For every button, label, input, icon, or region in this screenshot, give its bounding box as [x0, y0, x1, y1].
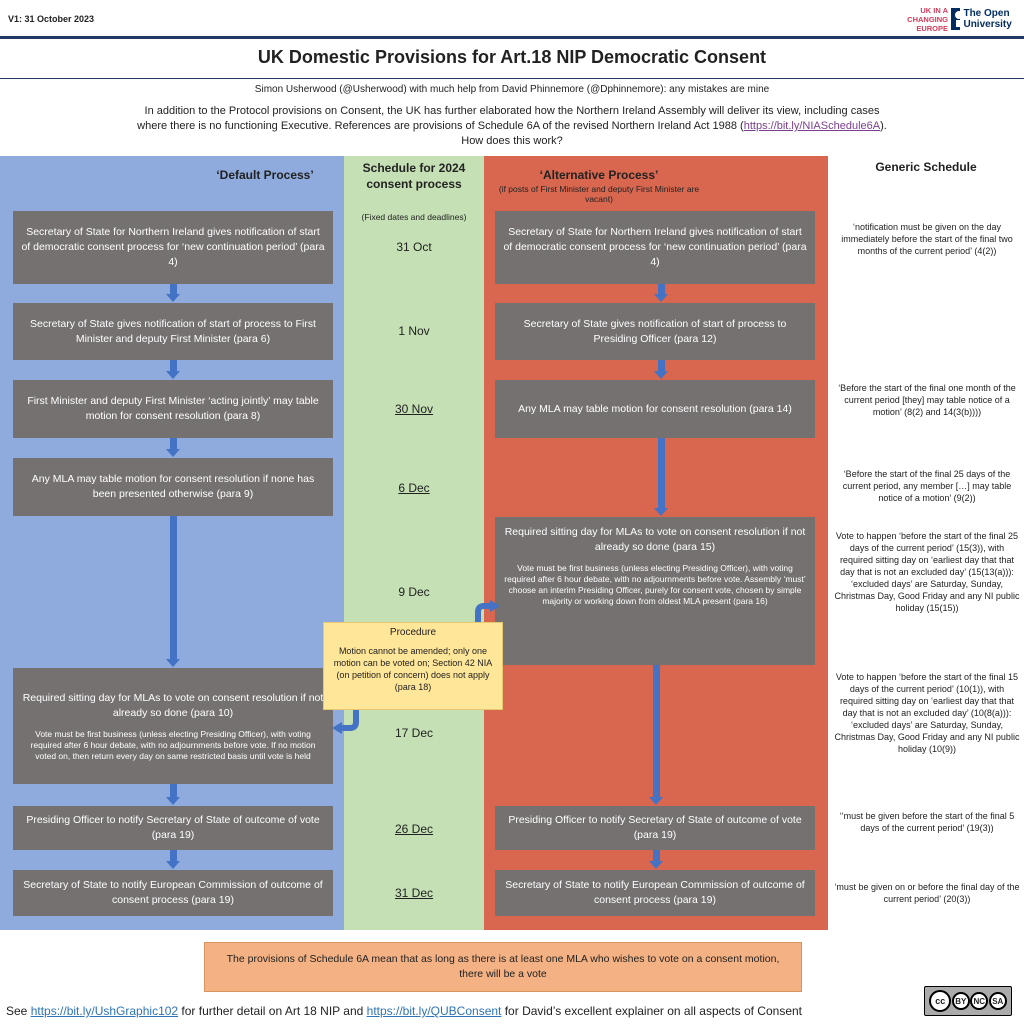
alt-arrow-1-head — [654, 294, 668, 302]
by-icon: BY — [951, 992, 970, 1010]
open-university-mark-icon — [951, 8, 964, 30]
cc-icon: cc — [929, 990, 952, 1012]
default-step-fm-table-motion: First Minister and deputy First Minister… — [13, 380, 333, 438]
date-9-dec: 9 Dec — [398, 585, 430, 599]
alt-step-notification: Secretary of State for Northern Ireland … — [495, 211, 815, 284]
default-sitting-day-detail: Vote must be first business (unless elec… — [30, 728, 316, 761]
date-6-dec: 6 Dec — [398, 481, 430, 495]
ush-graphic-link[interactable]: https://bit.ly/UshGraphic102 — [30, 1004, 179, 1018]
intro-line-3: How does this work? — [461, 135, 563, 147]
schedule-header: Schedule for 2024 consent process — [362, 161, 466, 191]
alt-step-sos-notify-ec: Secretary of State to notify European Co… — [495, 870, 815, 916]
procedure-to-default-arrow — [340, 710, 359, 731]
procedure-box: Procedure Motion cannot be amended; only… — [323, 622, 503, 710]
default-arrow-2-head — [166, 371, 180, 379]
alt-arrow-5-shaft — [653, 850, 660, 861]
schedule6a-link[interactable]: https://bit.ly/NIASchedule6A — [743, 120, 881, 132]
default-arrow-6-head — [166, 861, 180, 869]
date-17-dec: 17 Dec — [394, 726, 434, 740]
default-step-po-notify: Presiding Officer to notify Secretary of… — [13, 806, 333, 850]
intro-line-2: where there is no functioning Executive.… — [137, 120, 887, 132]
alt-arrow-3-shaft — [658, 438, 665, 508]
alt-arrow-2-shaft — [658, 360, 665, 371]
alt-arrow-5-head — [649, 861, 663, 869]
default-arrow-3-shaft — [170, 438, 177, 449]
qub-consent-link[interactable]: https://bit.ly/QUBConsent — [366, 1004, 502, 1018]
default-step-notify-fm: Secretary of State gives notification of… — [13, 303, 333, 360]
generic-note-any-member: ‘Before the start of the final 25 days o… — [842, 469, 1012, 503]
alt-sitting-day-text: Required sitting day for MLAs to vote on… — [504, 526, 806, 553]
default-arrow-4-head — [166, 659, 180, 667]
generic-schedule-header: Generic Schedule — [875, 160, 977, 174]
version-label: V1: 31 October 2023 — [8, 14, 95, 24]
default-step-notification: Secretary of State for Northern Ireland … — [13, 211, 333, 284]
alt-arrow-4-shaft — [653, 665, 660, 797]
page-title: UK Domestic Provisions for Art.18 NIP De… — [257, 47, 767, 67]
alt-arrow-3-head — [654, 508, 668, 516]
default-arrow-1-head — [166, 294, 180, 302]
date-26-dec: 26 Dec — [394, 822, 434, 836]
default-arrow-2-shaft — [170, 360, 177, 371]
default-arrow-5-head — [166, 797, 180, 805]
default-arrow-1-shaft — [170, 284, 177, 294]
ukice-logo: UK IN A CHANGING EUROPE — [907, 6, 948, 33]
generic-note-po-notify: ‘‘must be given before the start of the … — [839, 811, 1015, 833]
nc-icon: NC — [970, 992, 989, 1010]
default-arrow-6-shaft — [170, 850, 177, 861]
title-rule — [0, 78, 1024, 79]
author-credit: Simon Usherwood (@Usherwood) with much h… — [254, 84, 770, 95]
alt-step-any-mla: Any MLA may table motion for consent res… — [495, 380, 815, 438]
alt-step-po-notify: Presiding Officer to notify Secretary of… — [495, 806, 815, 850]
header-rule — [0, 36, 1024, 39]
schedule-column — [344, 156, 484, 930]
generic-note-alt-vote: Vote to happen ‘before the start of the … — [834, 531, 1020, 613]
open-university-logo: The Open University — [951, 6, 1021, 32]
default-arrow-4-shaft — [170, 516, 177, 659]
date-31-dec: 31 Dec — [394, 886, 434, 900]
procedure-to-default-arrow-head — [332, 722, 342, 734]
generic-note-ec-notify: ‘must be given on or before the final da… — [834, 882, 1020, 904]
default-arrow-3-head — [166, 449, 180, 457]
date-31-oct: 31 Oct — [396, 240, 432, 254]
schedule-header-note: (Fixed dates and deadlines) — [361, 212, 467, 222]
intro-line-1: In addition to the Protocol provisions o… — [144, 105, 880, 117]
sa-icon: SA — [988, 992, 1007, 1010]
procedure-connector-arrows — [332, 600, 500, 734]
alt-step-notify-po: Secretary of State gives notification of… — [495, 303, 815, 360]
footer-text: See https://bit.ly/UshGraphic102 for fur… — [6, 1004, 802, 1018]
alternative-process-header: ‘Alternative Process’ — [539, 168, 659, 182]
procedure-to-alt-arrow-head — [490, 600, 500, 612]
intro-text: In addition to the Protocol provisions o… — [100, 104, 924, 149]
generic-note-notification: ‘notification must be given on the day i… — [841, 222, 1013, 256]
generic-note-default-vote: Vote to happen ‘before the start of the … — [834, 672, 1020, 754]
cc-license-badge[interactable]: cc BY NC SA — [924, 986, 1012, 1016]
procedure-to-alt-arrow — [475, 603, 492, 624]
open-university-logo-text: The Open University — [963, 8, 1012, 30]
default-step-any-mla: Any MLA may table motion for consent res… — [13, 458, 333, 516]
procedure-title: Procedure — [389, 627, 437, 638]
summary-box: The provisions of Schedule 6A mean that … — [204, 942, 802, 992]
alt-arrow-4-head — [649, 797, 663, 805]
alternative-process-note: (if posts of First Minister and deputy F… — [498, 184, 700, 204]
alt-sitting-day-detail: Vote must be first business (unless elec… — [504, 563, 806, 606]
alt-arrow-2-head — [654, 371, 668, 379]
default-sitting-day-text: Required sitting day for MLAs to vote on… — [22, 691, 324, 719]
date-1-nov: 1 Nov — [398, 324, 430, 338]
alt-step-sitting-day: Required sitting day for MLAs to vote on… — [495, 517, 815, 665]
default-step-sitting-day: Required sitting day for MLAs to vote on… — [13, 668, 333, 784]
alt-arrow-1-shaft — [658, 284, 665, 294]
default-arrow-5-shaft — [170, 784, 177, 797]
generic-note-table-motion: ‘Before the start of the final one month… — [838, 383, 1016, 417]
default-step-sos-notify-ec: Secretary of State to notify European Co… — [13, 870, 333, 916]
default-process-header: ‘Default Process’ — [216, 168, 314, 182]
date-30-nov: 30 Nov — [394, 402, 434, 416]
procedure-text: Motion cannot be amended; only one motio… — [333, 646, 493, 692]
